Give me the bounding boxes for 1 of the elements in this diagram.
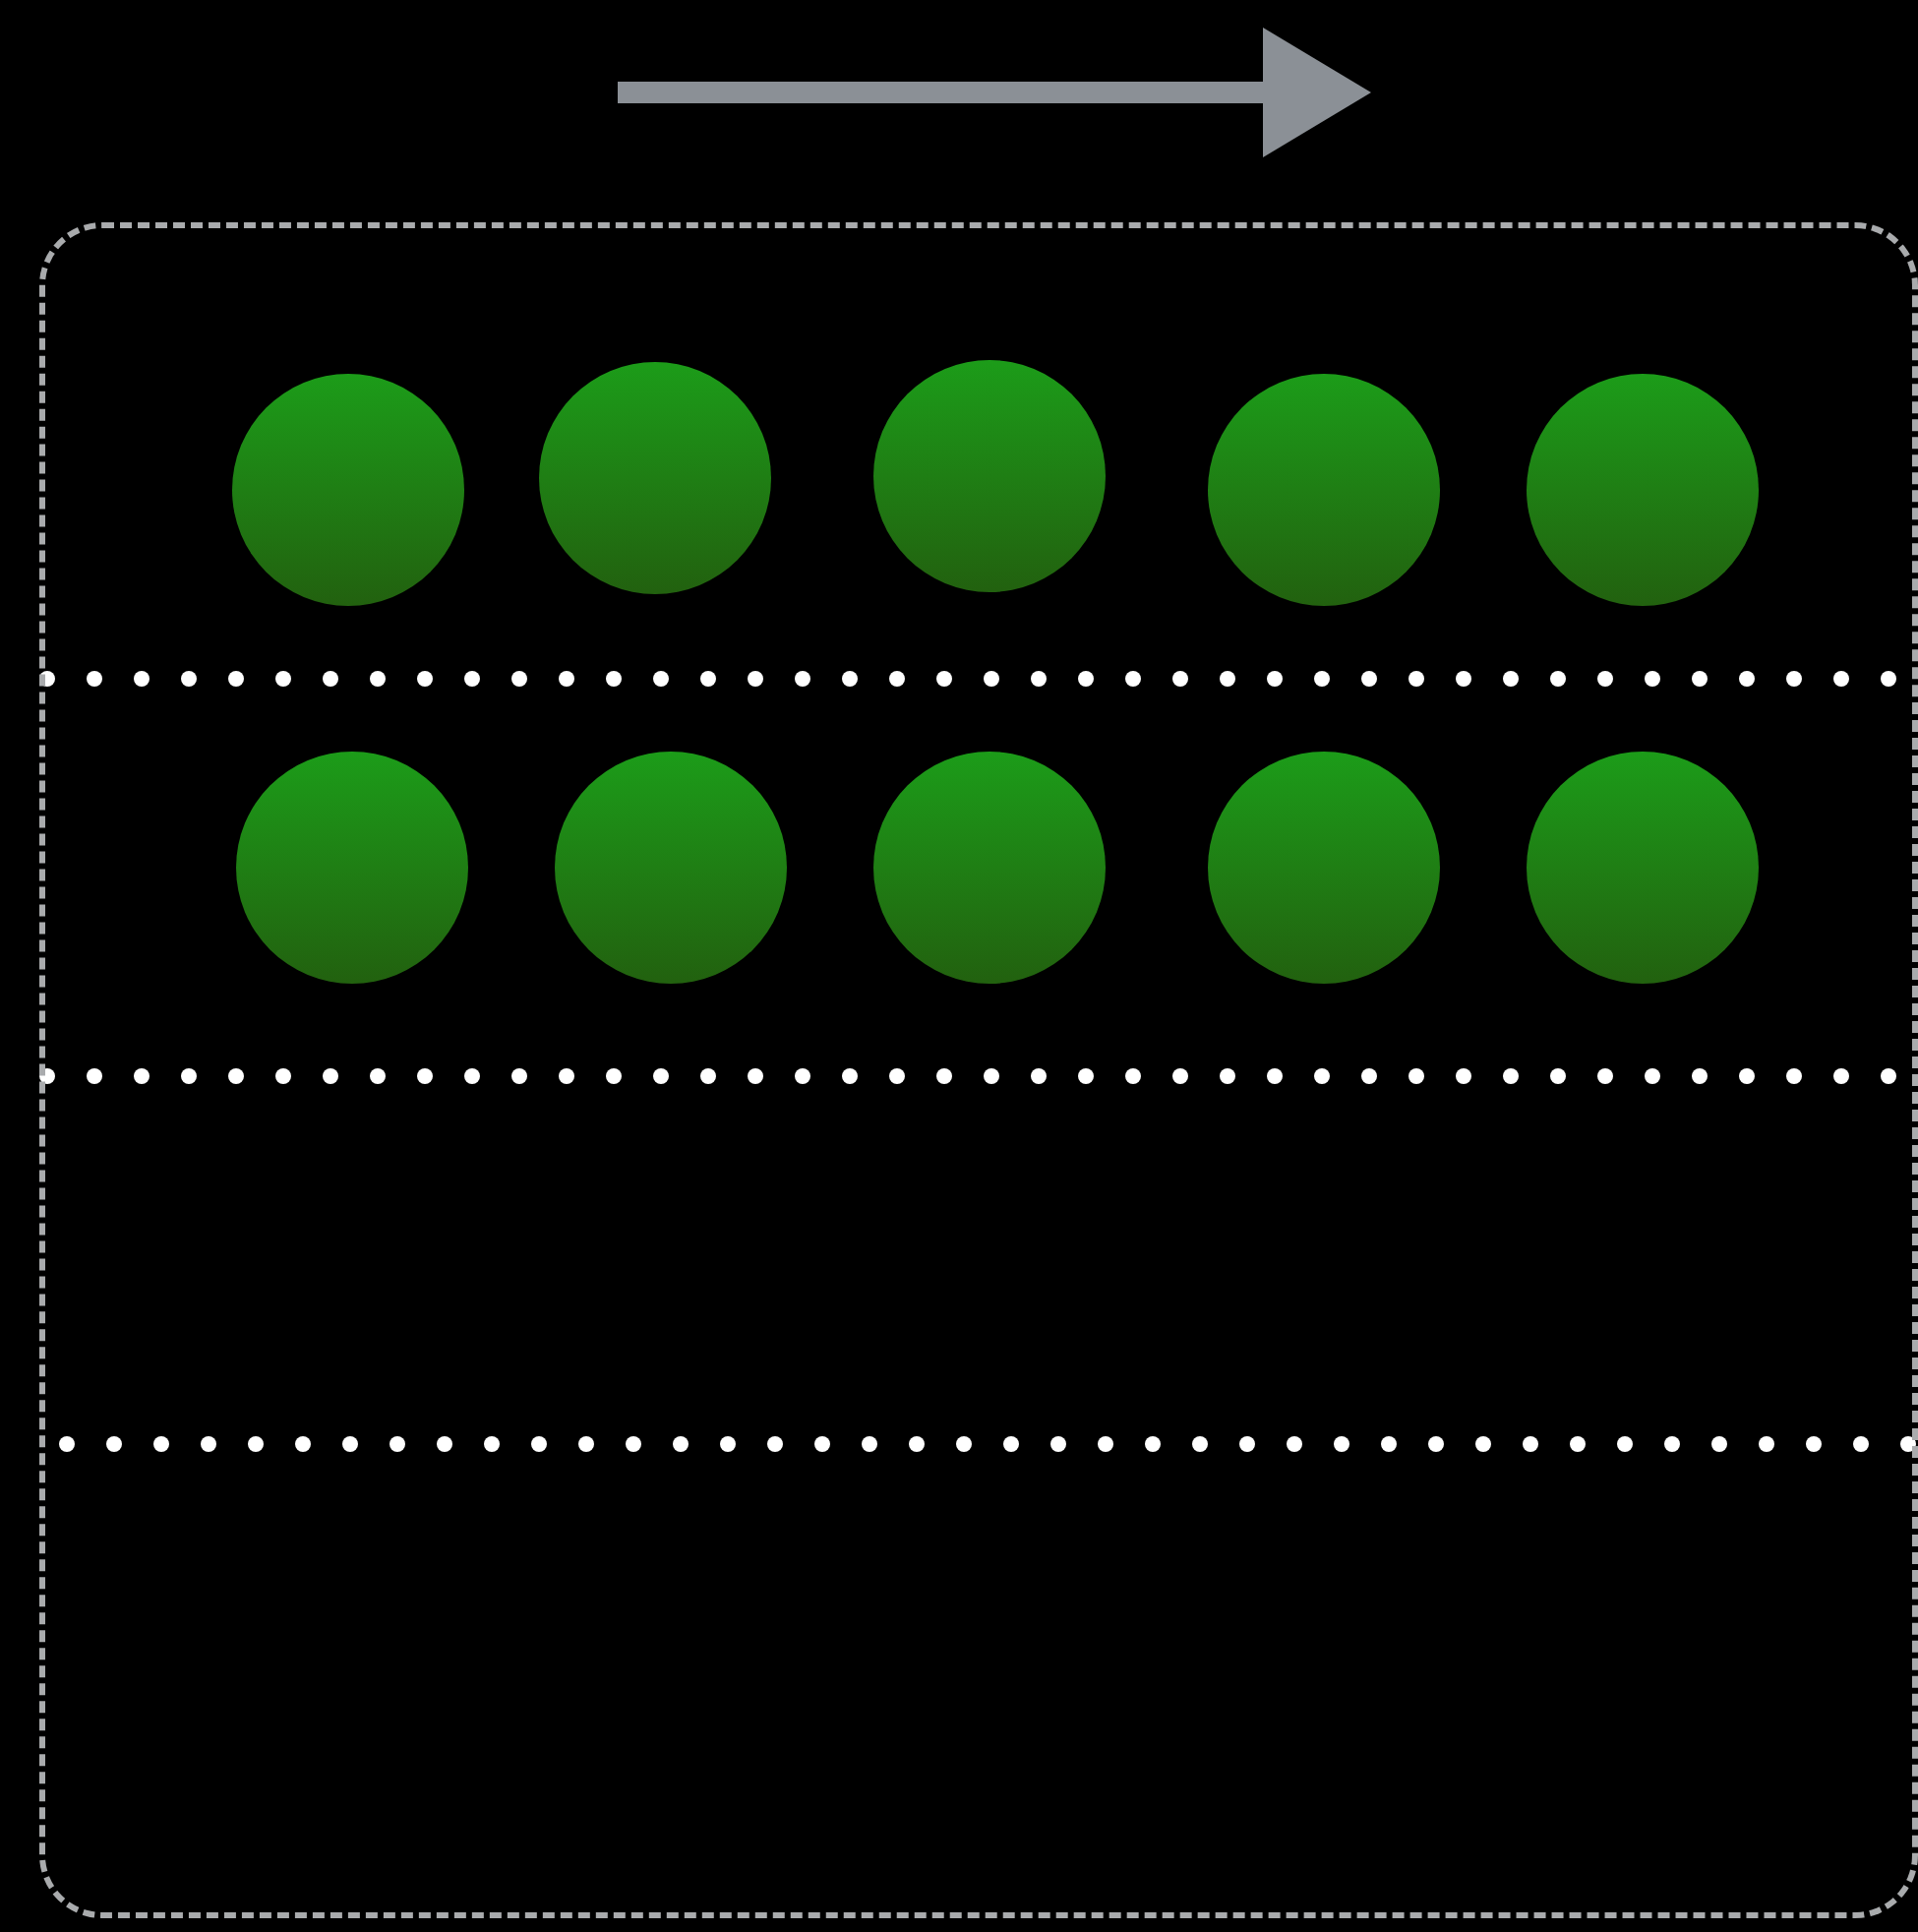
rounded-frame xyxy=(39,222,1918,1918)
